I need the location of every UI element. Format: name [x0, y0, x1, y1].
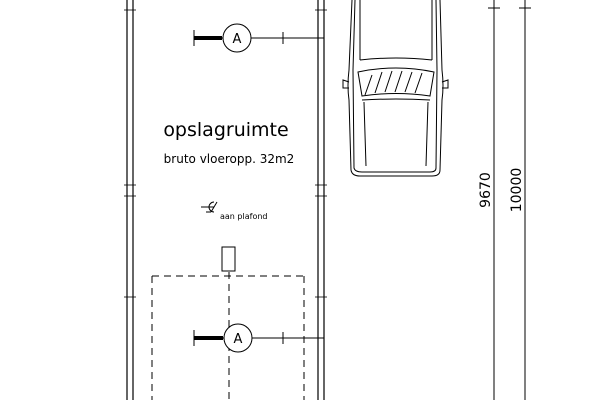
- ceiling-light-label: aan plafond: [220, 212, 267, 221]
- ceiling-light-icon: [201, 201, 218, 213]
- room-area-note: bruto vloeropp. 32m2: [164, 152, 295, 166]
- dimension-lines: [488, 0, 531, 400]
- wall-outlet-icon: [221, 246, 236, 272]
- room-name: opslagruimte: [163, 119, 288, 141]
- section-line-top: [193, 23, 324, 53]
- dimension-outer-length: 10000: [509, 168, 525, 213]
- section-marker-top: A: [233, 32, 242, 47]
- section-marker-bottom: A: [234, 332, 243, 347]
- section-line-bottom: [193, 323, 324, 353]
- dimension-inner-length: 9670: [478, 172, 494, 208]
- section-marker-bottom-circle: [223, 323, 253, 353]
- room-walls: [124, 0, 327, 400]
- section-marker-top-circle: [222, 23, 252, 53]
- car-icon: [342, 0, 449, 177]
